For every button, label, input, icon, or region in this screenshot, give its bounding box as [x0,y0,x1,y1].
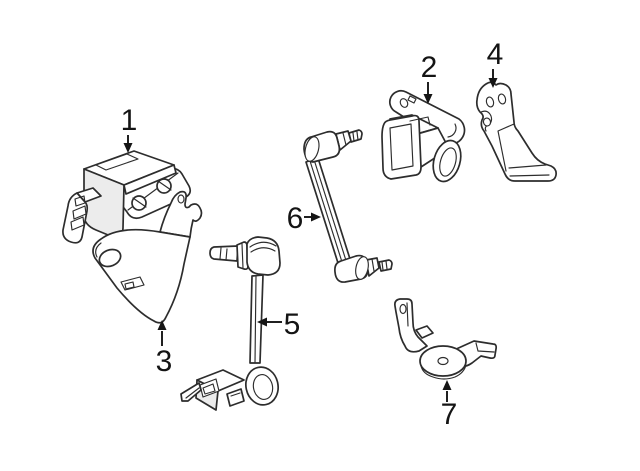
part-6-stud-thread [385,260,388,270]
callout-4-arrowhead [488,78,498,88]
part-2-flange-edge-line [447,123,457,138]
part-5-connector-inner [202,383,216,395]
part-7-tab-fold [406,302,409,327]
part-1-drawing [62,150,192,244]
part-1-body-side-strip [123,164,177,195]
callout-4-label: 4 [487,38,504,71]
part-7-ridge [415,325,434,339]
part-4-fold-line [497,123,515,172]
part-5-housing-cap-line [250,247,276,253]
part-1-plate-tick [132,197,147,208]
part-2-face-inset [389,123,414,171]
callout-1-label: 1 [121,104,138,137]
part-3-upper-strip-fork [159,190,203,238]
part-4-drawing [475,81,557,182]
part-5-top-housing [246,236,281,276]
callout-3-arrowhead [157,320,167,330]
part-6-stud-thread [356,131,359,141]
part-3-inner-corner-line [95,242,102,258]
part-5-knob-inner [252,374,274,400]
part-2-top-mark [409,116,431,126]
callout-1-arrowhead [123,143,133,153]
part-3-slot-tab [124,281,135,290]
part-6-nut-facet [371,258,375,272]
part-6-bottom-cap [355,256,369,280]
part-3-oval-hole [98,248,122,268]
part-1-connector-detail [72,205,87,220]
part-5-pointed-flag [180,382,202,402]
part-5-stud-thread [219,247,222,260]
part-6-rod-line [309,160,343,263]
part-7-hook-fold [475,342,495,353]
part-6-top-cap [304,136,320,162]
part-6-stud-thread [381,261,384,271]
part-3-fork-hole [177,194,185,204]
part-4-hole [497,93,507,105]
part-4-s-slot [480,110,493,132]
part-5-bottom-tab [226,388,245,407]
part-5-stud [209,245,239,262]
part-6-top-stud [348,129,363,143]
part-6-rod-line [313,158,347,262]
part-5-rod [249,274,264,364]
part-6-stud-thread [352,132,355,142]
part-7-tab [394,298,428,353]
part-7-disc-hole [437,356,449,366]
part-4-outline [475,81,557,182]
part-5-stud-thread [225,248,228,261]
part-1-connector-front [62,192,89,244]
part-2-flange-hole [399,98,409,108]
callout-5-arrowhead [257,317,267,327]
part-5-tab-line [230,392,241,397]
part-4-s-slot-hole [482,117,492,127]
part-5-collar-line [241,243,244,269]
part-1-plate-tick [157,180,172,191]
callouts: 1 2 3 4 5 6 7 [121,38,504,431]
callout-3-label: 3 [156,345,173,378]
part-7-tab-hole [399,303,407,315]
callout-2-label: 2 [421,51,438,84]
part-7-disc-rim [420,364,467,380]
part-1-connector-detail [70,216,85,231]
part-3-drawing [92,190,203,324]
part-6-drawing [303,129,393,283]
part-2-flange-notch [407,95,417,104]
part-1-top-slot [95,153,139,171]
part-5-housing-cap-line [249,241,277,248]
part-4-hole [485,96,495,108]
part-3-wing [92,228,191,324]
part-5-drawing [180,236,281,411]
part-3-slot [120,276,145,291]
part-2-body-face [381,114,422,180]
part-5-flag-fold [185,387,200,399]
part-2-drawing [381,89,466,183]
part-1-connector-detail [74,195,86,207]
part-6-rod [305,157,351,264]
callout-6-arrowhead [311,212,321,222]
part-5-rod-line [254,275,257,364]
part-6-nut-facet [342,132,347,146]
part-4-foot-inner-line [509,174,550,177]
part-6-bottom-stud [378,259,393,272]
callout-7-label: 7 [441,398,458,431]
part-2-connector-opening [439,147,457,177]
callout-2-arrowhead [423,94,433,104]
callout-6-label: 6 [287,202,304,235]
callout-7-arrowhead [442,380,452,390]
callout-5-label: 5 [284,308,301,341]
part-7-drawing [394,298,498,380]
part-4-foot-top-line [508,164,547,169]
